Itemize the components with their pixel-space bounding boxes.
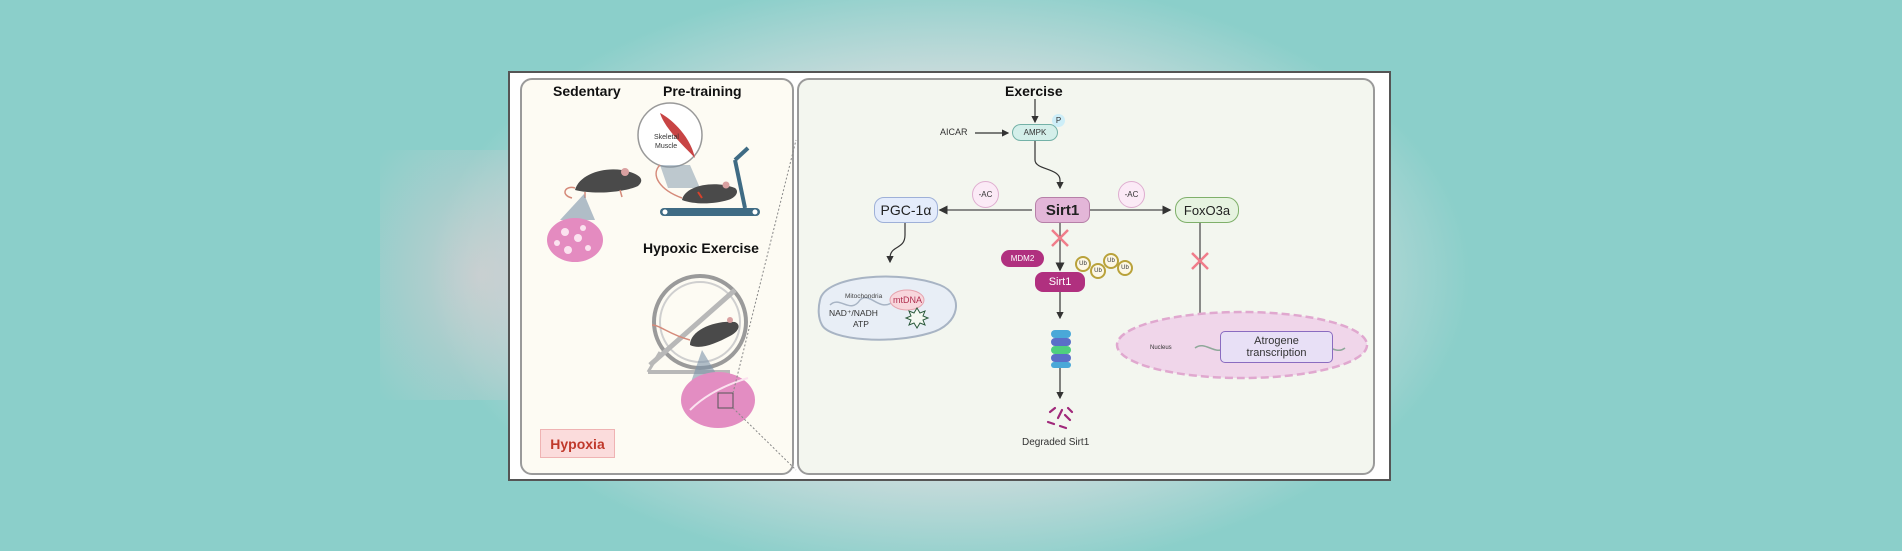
ubiquitin-2: Ub xyxy=(1090,263,1106,279)
atrogene-label: Atrogene transcription xyxy=(1246,335,1307,359)
deacetylation-left-label: -AC xyxy=(978,190,993,199)
sirt1-ub-label: Sirt1 xyxy=(1048,276,1072,288)
ubiquitin-3: Ub xyxy=(1103,253,1119,269)
mtdna-label: mtDNA xyxy=(893,295,922,305)
treadmill-icon xyxy=(660,146,760,216)
phospho-label: P xyxy=(1055,116,1062,125)
degraded-sirt1-label: Degraded Sirt1 xyxy=(1022,437,1090,448)
wheel-mouse-icon xyxy=(651,317,739,347)
ubiquitin-1: Ub xyxy=(1075,256,1091,272)
foxo3a-label: FoxO3a xyxy=(1183,202,1231,218)
pretraining-label: Pre-training xyxy=(663,83,742,99)
pgc1a-node: PGC-1α xyxy=(874,197,938,223)
mitochondria-icon xyxy=(817,275,957,341)
running-mouse-icon xyxy=(655,164,738,204)
zoom-line-top xyxy=(732,139,797,394)
ubiquitin-4: Ub xyxy=(1117,260,1133,276)
ub-label: Ub xyxy=(1107,258,1115,264)
ampk-label: AMPK xyxy=(1023,128,1047,137)
phospho-badge: P xyxy=(1052,114,1065,127)
svg-text:Skeletal: Skeletal xyxy=(654,134,679,141)
nucleus-label: Nucleus xyxy=(1150,345,1172,351)
inhibit-x-foxo3a-icon xyxy=(1191,252,1209,270)
sirt1-node: Sirt1 xyxy=(1035,197,1090,223)
zoom-cone-pretraining xyxy=(660,165,700,188)
deacetylation-left-badge: -AC xyxy=(972,181,999,208)
ampk-node: AMPK xyxy=(1012,124,1058,141)
atrogene-transcription-box: Atrogene transcription xyxy=(1220,331,1333,363)
degraded-peptides-icon xyxy=(1046,406,1074,430)
nad-label: NAD⁺/NADH xyxy=(829,308,878,318)
hypoxic-exercise-label: Hypoxic Exercise xyxy=(643,240,759,256)
deacetylation-right-label: -AC xyxy=(1124,190,1139,199)
pgc1a-label: PGC-1α xyxy=(880,202,932,218)
svg-text:Muscle: Muscle xyxy=(655,143,677,150)
ub-label: Ub xyxy=(1079,261,1087,267)
hypoxia-badge: Hypoxia xyxy=(540,429,615,458)
ub-label: Ub xyxy=(1121,265,1129,271)
muscle-tissue-hypoxic-icon xyxy=(681,372,755,428)
ub-label: Ub xyxy=(1094,268,1102,274)
zoom-cone-sedentary xyxy=(560,194,595,220)
arrow-ampk-sirt1 xyxy=(1034,141,1064,190)
skeletal-muscle-bubble-icon: Skeletal Muscle xyxy=(637,102,703,168)
sedentary-label: Sedentary xyxy=(553,83,621,99)
exercise-label: Exercise xyxy=(1005,83,1063,99)
sirt1-ubiquitinated-node: Sirt1 xyxy=(1035,272,1085,292)
sirt1-label: Sirt1 xyxy=(1045,201,1080,219)
inhibit-x-sirt1-icon xyxy=(1051,229,1069,247)
deacetylation-right-badge: -AC xyxy=(1118,181,1145,208)
hypoxia-badge-text: Hypoxia xyxy=(550,435,605,452)
foxo3a-node: FoxO3a xyxy=(1175,197,1239,223)
sedentary-mouse-icon xyxy=(564,168,642,199)
mdm2-label: MDM2 xyxy=(1010,254,1035,263)
aicar-label: AICAR xyxy=(940,127,968,137)
mitochondria-label: Mitochondria xyxy=(845,293,883,300)
mdm2-node: MDM2 xyxy=(1001,250,1044,267)
muscle-tissue-sedentary-icon xyxy=(547,218,603,262)
zoom-line-bottom xyxy=(732,407,797,471)
proteasome-icon xyxy=(1051,330,1071,368)
arrow-pgc1a-mito xyxy=(886,222,906,264)
atp-label: ATP xyxy=(853,319,869,329)
